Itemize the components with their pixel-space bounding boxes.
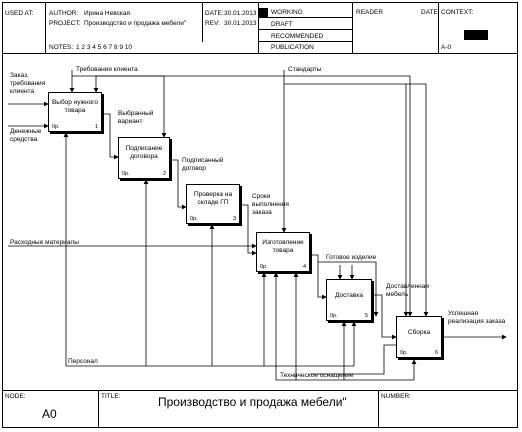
activity-cost: 0р. — [52, 124, 60, 130]
arrow-delivered — [372, 294, 397, 340]
notes-value: 1 2 3 4 5 6 7 8 9 10 — [76, 44, 133, 51]
rev-label: REV: — [205, 20, 220, 27]
label-product: Готовое изделие — [326, 254, 377, 261]
label-delivered: Доставленная мебель — [386, 283, 429, 298]
node-value: A0 — [42, 407, 57, 421]
number-label: NUMBER: — [381, 393, 411, 400]
arrow-standards-6b — [284, 83, 429, 317]
activity-cost: 0р. — [330, 313, 338, 319]
activity-box-3[interactable]: Проверка на складе ГП 0р. 3 — [186, 184, 240, 224]
activity-number: 2 — [162, 171, 166, 177]
arrow-standards-6 — [284, 75, 413, 317]
status-draft: DRAFT — [271, 21, 293, 28]
activity-number: 6 — [434, 350, 438, 356]
used-at-label: USED AT: — [5, 10, 34, 17]
context-label: CONTEXT: — [441, 9, 474, 16]
label-materials: Расходные материалы — [10, 239, 79, 246]
activity-cost: 0р. — [190, 216, 198, 222]
label-success: Успешная реализация заказа — [448, 310, 506, 325]
arrow-standards-1 — [93, 75, 284, 93]
arrow-chosen — [102, 113, 119, 160]
activity-label: Доставка — [335, 292, 363, 299]
reader-date-label: DATE — [421, 9, 438, 16]
activity-cost: 0р. — [400, 350, 408, 356]
label-money: Денежные средства — [10, 128, 42, 143]
context-node: A-0 — [441, 44, 452, 51]
date-value: 30.01.2013 — [224, 10, 257, 17]
label-equipment: Техническое оснащение — [280, 372, 354, 379]
project-value: Производство и продажа мебели" — [84, 20, 187, 27]
project-label: PROJECT: — [49, 20, 81, 27]
title-label: TITLE: — [101, 393, 121, 400]
label-chosen: Выбранный вариант — [118, 110, 154, 125]
label-deadlines: Сроки выполнения заказа — [252, 193, 289, 216]
activity-label: Выбор нужного товара — [51, 99, 99, 114]
author-value: Ирина Невская — [84, 10, 130, 17]
diagram-title: Производство и продажа мебели" — [158, 395, 347, 409]
activity-number: 3 — [232, 216, 236, 222]
activity-box-4[interactable]: Изготовление товара 0р. 4 — [256, 232, 310, 272]
activity-label: Сборка — [407, 329, 431, 336]
status-working: WORKING — [271, 9, 303, 16]
activity-cost: 0р. — [260, 264, 268, 270]
label-order: Заказ, требования клиента — [10, 72, 46, 95]
status-recommended: RECOMMENDED — [271, 33, 324, 40]
activity-box-2[interactable]: Подписание договора 0р. 2 — [118, 137, 170, 179]
diagram-frame — [2, 2, 518, 428]
arrow-deadlines — [240, 204, 257, 256]
activity-label: Изготовление товара — [262, 239, 304, 254]
reader-label: READER — [356, 9, 384, 16]
activity-box-1[interactable]: Выбор нужного товара 0р. 1 — [48, 92, 102, 132]
activity-box-6[interactable]: Сборка 0р. 6 — [396, 316, 442, 358]
activity-number: 5 — [364, 313, 368, 319]
activity-label: Подписание договора — [125, 145, 163, 160]
activity-cost: 0р. — [122, 171, 130, 177]
date-label: DATE: — [205, 10, 224, 17]
arrow-signed — [170, 159, 187, 210]
status-publication: PUBLICATION — [271, 44, 314, 51]
arrow-feedback-6 — [318, 261, 379, 317]
rev-value: 30.01.2013 — [224, 20, 257, 27]
arrow-product — [310, 254, 327, 300]
notes-label: NOTES: — [49, 44, 74, 51]
node-label: NODE: — [5, 393, 26, 400]
arrow-return — [310, 344, 396, 375]
label-client-req: Требования клиента — [76, 66, 138, 73]
label-standards: Стандарты — [288, 66, 322, 73]
label-signed: Подписанный договор — [182, 157, 224, 172]
activity-box-5[interactable]: Доставка 0р. 5 — [326, 279, 372, 321]
activity-number: 1 — [94, 124, 98, 130]
activity-number: 4 — [302, 264, 306, 270]
label-personnel: Персонал — [68, 358, 98, 365]
author-label: AUTHOR: — [49, 10, 79, 17]
activity-label: Проверка на складе ГП — [193, 191, 233, 206]
